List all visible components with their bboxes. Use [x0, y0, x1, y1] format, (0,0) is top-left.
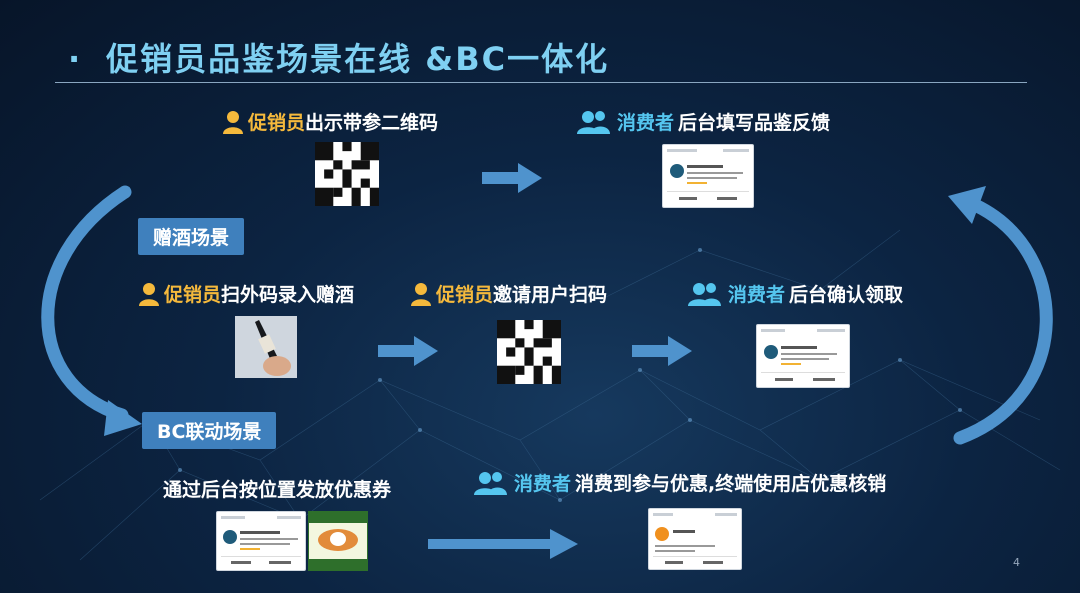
redeem-screenshot: [648, 508, 742, 570]
role-label: 促销员: [436, 284, 494, 306]
group-icon: [577, 110, 610, 134]
action-label: 消费到参与优惠,终端使用店优惠核销: [575, 473, 887, 495]
group-icon: [474, 471, 507, 495]
person-icon: [139, 282, 159, 306]
person-icon: [411, 282, 431, 306]
action-label: 后台确认领取: [789, 284, 904, 306]
role-label: 促销员: [164, 284, 222, 306]
role-label: 消费者: [728, 284, 786, 306]
title-divider: [55, 82, 1027, 83]
caption-consumer-confirm: 消费者后台确认领取: [688, 280, 903, 307]
tag-gift-scene: 赠酒场景: [138, 218, 245, 255]
qr-code-icon: [315, 142, 379, 206]
caption-consumer-redeem: 消费者消费到参与优惠,终端使用店优惠核销: [474, 469, 886, 496]
qr-code-icon: [497, 320, 561, 384]
person-icon: [223, 110, 243, 134]
promotion-poster: [308, 511, 368, 571]
action-label: 邀请用户扫码: [493, 284, 608, 306]
wine-bottle-photo: [235, 316, 297, 378]
long-right-arrow-icon: [428, 529, 578, 559]
action-label: 通过后台按位置发放优惠券: [163, 479, 392, 501]
coupon-screenshot: [216, 511, 306, 571]
caption-promoter-invite-scan: 促销员邀请用户扫码: [410, 280, 607, 307]
role-label: 消费者: [514, 473, 572, 495]
title-bullet: ·: [68, 40, 83, 78]
action-label: 出示带参二维码: [305, 112, 439, 134]
role-label: 消费者: [617, 112, 675, 134]
caption-promoter-scan-outer: 促销员扫外码录入赠酒: [138, 280, 354, 307]
caption-backend-coupon: 通过后台按位置发放优惠券: [163, 475, 391, 502]
right-arrow-icon: [378, 336, 438, 366]
page-number: 4: [1013, 556, 1020, 569]
confirm-screenshot: [756, 324, 850, 388]
slide-title: · 促销员品鉴场景在线 &BC一体化: [68, 34, 609, 80]
caption-consumer-feedback: 消费者后台填写品鉴反馈: [577, 108, 830, 135]
role-label: 促销员: [248, 112, 306, 134]
title-text: 促销员品鉴场景在线 &BC一体化: [106, 40, 610, 78]
action-label: 后台填写品鉴反馈: [678, 112, 831, 134]
right-arrow-icon: [482, 163, 542, 193]
caption-promoter-show-qr: 促销员出示带参二维码: [222, 108, 438, 135]
group-icon: [688, 282, 721, 306]
feedback-screenshot: [662, 144, 754, 208]
tag-bc-scene: BC联动场景: [142, 412, 277, 449]
right-arrow-icon: [632, 336, 692, 366]
action-label: 扫外码录入赠酒: [221, 284, 355, 306]
